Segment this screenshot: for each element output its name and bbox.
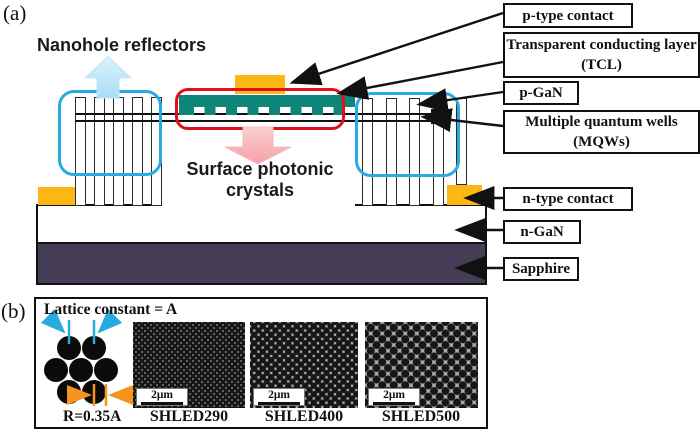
sem-name-shled400: SHLED400	[264, 408, 344, 425]
radius-label: R=0.35A	[63, 408, 122, 425]
nanohole-reflector-outline-right	[355, 92, 460, 177]
callout-arrow-tcl	[336, 60, 504, 100]
callout-sapphire: Sapphire	[503, 257, 579, 281]
nanohole-pillar	[75, 97, 86, 206]
mqw-lower-line	[75, 119, 447, 122]
nanohole-reflector-outline-left	[58, 90, 162, 176]
scale-bar-label: 2μm	[383, 388, 405, 401]
sem-image-shled500	[365, 322, 478, 408]
nanohole-pillar	[132, 97, 143, 206]
tcl-photonic-crystal-layer	[179, 95, 355, 115]
sapphire-layer	[36, 242, 487, 285]
lattice-constant-label: Lattice constant = A	[44, 301, 178, 318]
callout-mqw: Multiple quantum wells (MQWs)	[503, 110, 700, 154]
sem-name-shled290: SHLED290	[149, 408, 229, 425]
scale-bar-line	[373, 401, 415, 405]
scale-bar-label: 2μm	[268, 388, 290, 401]
n-type-contact-pad-left	[38, 187, 75, 205]
scale-bar: 2μm	[253, 388, 305, 406]
callout-tcl: Transparent conducting layer (TCL)	[503, 32, 700, 78]
n-gan-left-edge	[36, 204, 39, 244]
panel-b-tag: (b)	[1, 299, 26, 323]
n-gan-top-edge-right	[355, 204, 487, 207]
scale-bar: 2μm	[136, 388, 188, 406]
scale-bar-label: 2μm	[151, 388, 173, 401]
callout-p-type-contact: p-type contact	[503, 3, 633, 28]
nanohole-pillar	[409, 98, 420, 206]
callout-n-type-contact: n-type contact	[503, 187, 633, 211]
callout-p-gan: p-GaN	[503, 81, 579, 105]
tcl-band	[179, 95, 355, 107]
scale-bar-line	[141, 401, 183, 405]
surface-photonic-crystals-label: Surface photonic crystals	[186, 159, 334, 200]
panel-b-frame	[34, 297, 488, 429]
n-gan-right-edge	[484, 204, 487, 244]
callout-arrow-p-type-contact	[289, 11, 504, 86]
panel-a-tag: (a)	[3, 1, 27, 25]
n-type-contact-pad-right	[447, 185, 482, 205]
callout-n-gan: n-GaN	[503, 220, 581, 244]
tcl-comb-teeth	[179, 107, 355, 115]
scale-bar: 2μm	[368, 388, 420, 406]
scale-bar-line	[258, 401, 300, 405]
nanohole-pillar	[385, 98, 397, 206]
photonic-crystal-outline	[175, 88, 345, 130]
sem-name-shled500: SHLED500	[381, 408, 461, 425]
nanohole-reflectors-label: Nanohole reflectors	[37, 35, 207, 55]
